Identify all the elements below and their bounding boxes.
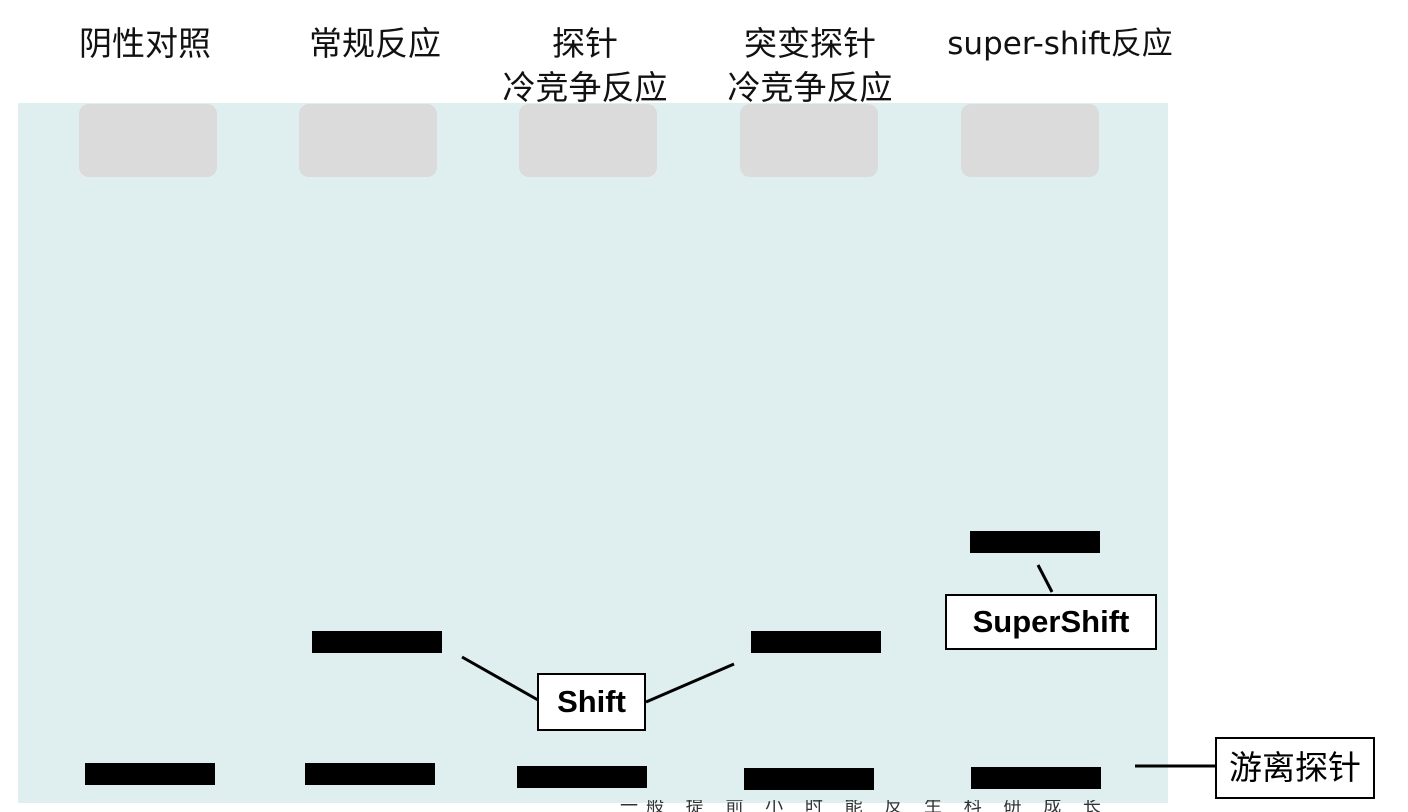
- lane-label-4: 突变探针 冷竞争反应: [695, 22, 925, 110]
- free-probe-callout: 游离探针: [1215, 737, 1375, 799]
- lane-label-5-line-1: super-shift反应: [947, 26, 1173, 62]
- lane-label-1: 阴性对照: [30, 22, 260, 66]
- shift-connector-right: [645, 662, 735, 704]
- band-free-probe-lane-1: [85, 763, 215, 785]
- band-free-probe-lane-2: [305, 763, 435, 785]
- lane-label-2: 常规反应: [260, 22, 490, 66]
- well-lane-2: [299, 104, 437, 177]
- lane-label-3: 探针 冷竞争反应: [470, 22, 700, 110]
- well-lane-5: [961, 104, 1099, 177]
- well-lane-3: [519, 104, 657, 177]
- lane-label-3-line-1: 探针: [552, 24, 618, 63]
- band-free-probe-lane-4: [744, 768, 874, 790]
- band-shift-lane-2: [312, 631, 442, 653]
- well-lane-4: [740, 104, 878, 177]
- band-supershift-lane-5: [970, 531, 1100, 553]
- footnote-text: 一般 提 前 小 时 能 反 生 科 研 成 长: [620, 800, 1109, 812]
- supershift-callout: SuperShift: [945, 594, 1157, 650]
- shift-connector-left: [461, 655, 539, 702]
- well-lane-1: [79, 104, 217, 177]
- lane-label-1-line-1: 阴性对照: [79, 24, 211, 63]
- band-free-probe-lane-3: [517, 766, 647, 788]
- shift-callout: Shift: [537, 673, 646, 731]
- lane-label-3-line-2: 冷竞争反应: [502, 68, 668, 107]
- lane-label-4-line-1: 突变探针: [744, 24, 876, 63]
- supershift-connector: [1036, 564, 1054, 593]
- band-shift-lane-4: [751, 631, 881, 653]
- lane-label-5: super-shift反应: [940, 22, 1180, 66]
- lane-label-2-line-1: 常规反应: [309, 24, 441, 63]
- band-free-probe-lane-5: [971, 767, 1101, 789]
- lane-label-4-line-2: 冷竞争反应: [727, 68, 893, 107]
